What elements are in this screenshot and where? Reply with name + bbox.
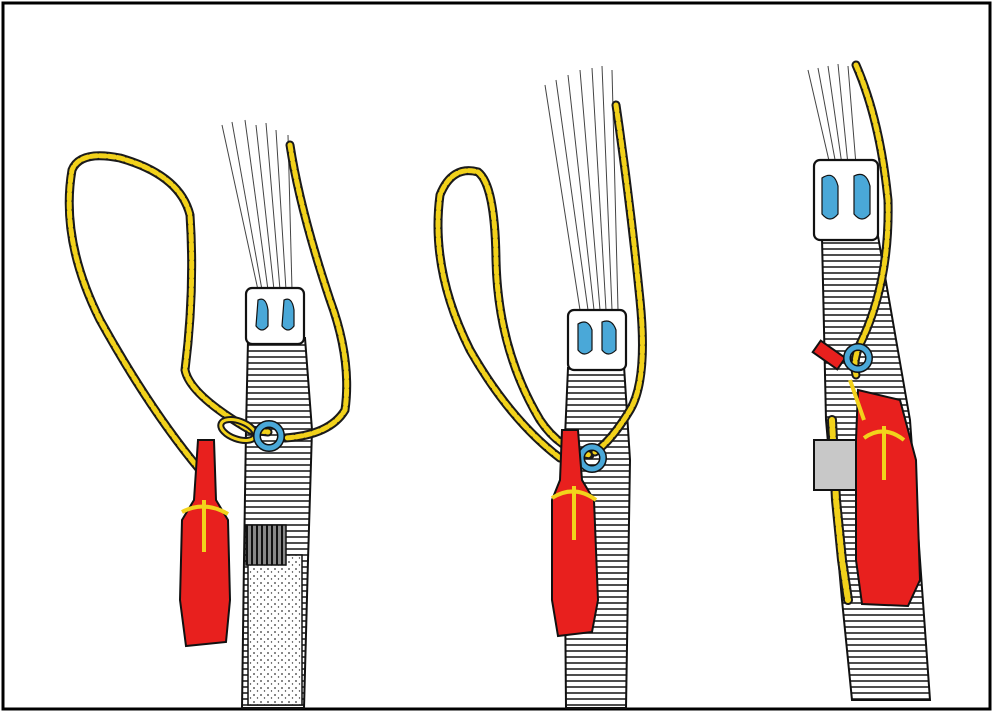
buckle-grey-3 <box>814 440 858 490</box>
suspension-lines-1 <box>222 120 292 290</box>
panel-step-2 <box>438 66 642 708</box>
riser-dotted-section-1 <box>248 555 302 705</box>
connector-link-2 <box>568 310 626 370</box>
riser-dark-band-1 <box>246 525 286 565</box>
suspension-lines-3 <box>808 64 856 165</box>
suspension-lines-2 <box>545 66 618 310</box>
connector-link-1 <box>246 288 304 344</box>
panel-step-1 <box>69 120 346 708</box>
panel-step-3 <box>808 64 930 700</box>
